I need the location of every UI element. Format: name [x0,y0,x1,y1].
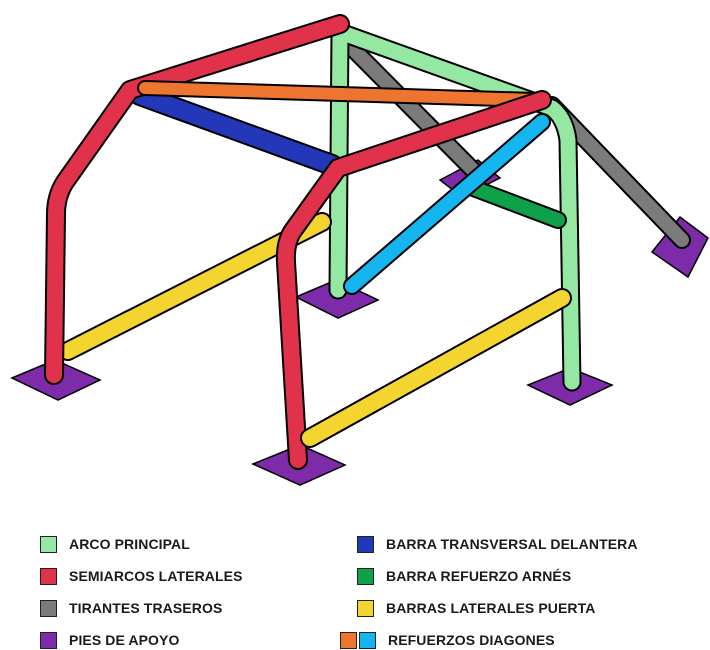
legend-label: REFUERZOS DIAGONES [388,632,555,648]
harness-bar [459,177,567,229]
side-hoop-left [44,14,350,385]
legend-item-diagonales: REFUERZOS DIAGONES [340,630,555,650]
swatch-light-green [40,535,57,553]
swatch-grey [40,599,57,617]
legend-label: BARRA TRANSVERSAL DELANTERA [386,536,638,552]
legend-label: BARRA REFUERZO ARNÉS [386,568,572,584]
legend-item-puerta: BARRAS LATERALES PUERTA [357,598,595,618]
swatch-orange [340,631,357,649]
legend-item-arnes: BARRA REFUERZO ARNÉS [357,566,571,586]
roll-cage-diagram [10,14,709,486]
legend-item-tirantes: TIRANTES TRASEROS [40,598,222,618]
legend-item-semiarcos: SEMIARCOS LATERALES [40,566,243,586]
front-transverse-bar [129,84,343,176]
diagonal-cyan [343,113,551,295]
legend-label: ARCO PRINCIPAL [69,536,190,552]
swatch-blue [357,535,374,553]
diagonal-orange [137,80,543,108]
swatch-cyan [359,631,376,649]
main-hoop [328,22,582,392]
legend-label: PIES DE APOYO [69,632,180,648]
legend-label: TIRANTES TRASEROS [69,600,223,616]
legend-item-transversal: BARRA TRANSVERSAL DELANTERA [357,534,638,554]
swatch-green [357,567,374,585]
legend-label: SEMIARCOS LATERALES [69,568,243,584]
swatch-red [40,567,57,585]
legend-item-pies: PIES DE APOYO [40,630,179,650]
door-bar-front [300,288,572,448]
swatch-yellow [357,599,374,617]
legend-label: BARRAS LATERALES PUERTA [386,600,596,616]
swatch-purple [40,631,57,649]
legend-item-arco-principal: ARCO PRINCIPAL [40,534,190,554]
side-hoop-right [275,90,552,470]
